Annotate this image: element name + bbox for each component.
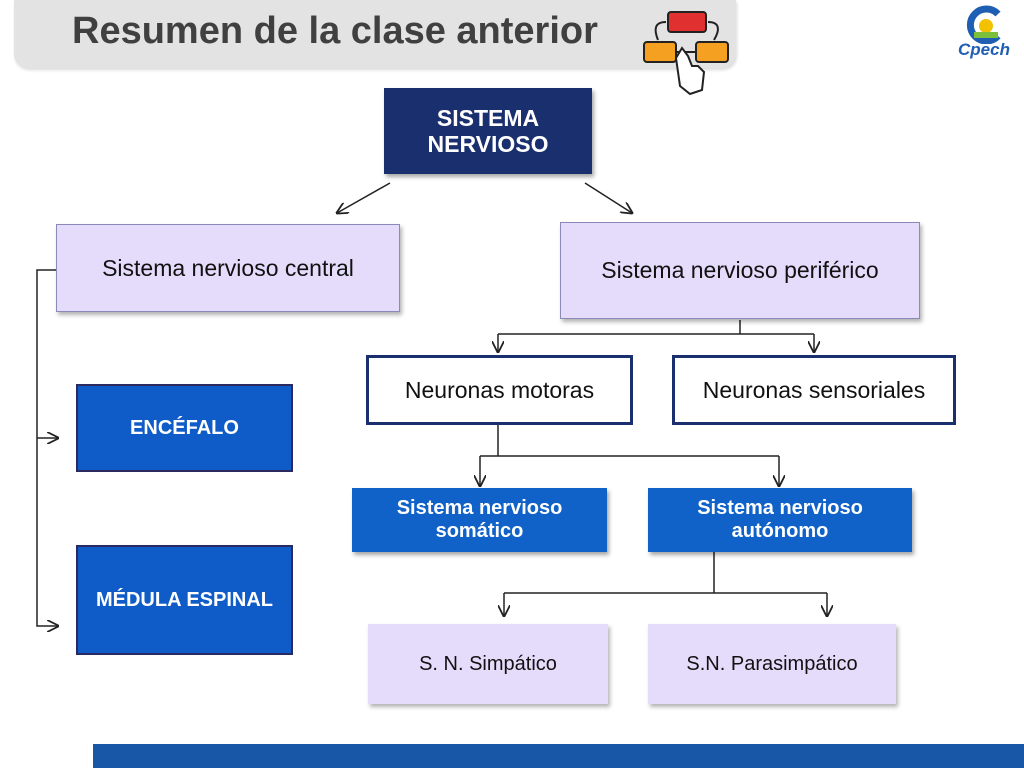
node-neuronas-motoras: Neuronas motoras — [366, 355, 633, 425]
node-label: Sistema nervioso autónomo — [697, 497, 863, 542]
node-sn-parasimpatico: S.N. Parasimpático — [648, 624, 896, 704]
logo-text: Cpech — [958, 40, 1010, 59]
cpech-logo-icon — [966, 5, 1001, 45]
page-title: Resumen de la clase anterior — [72, 10, 598, 52]
diagram-hand-icon — [643, 11, 729, 96]
node-label: S.N. Parasimpático — [686, 652, 858, 675]
node-label: Sistema nervioso somático — [396, 497, 563, 542]
node-label: SISTEMA NERVIOSO — [427, 104, 549, 157]
node-sistema-nervioso-central: Sistema nervioso central — [56, 224, 400, 312]
node-sistema-nervioso-autonomo: Sistema nervioso autónomo — [648, 488, 912, 552]
node-label: Sistema nervioso central — [102, 254, 354, 281]
node-sistema-nervioso-somatico: Sistema nervioso somático — [352, 488, 607, 552]
cpech-logo: Cpech — [952, 4, 1016, 62]
footer-bar — [93, 744, 1024, 768]
node-label: MÉDULA ESPINAL — [95, 588, 274, 611]
node-neuronas-sensoriales: Neuronas sensoriales — [672, 355, 956, 425]
node-medula-espinal: MÉDULA ESPINAL — [76, 545, 293, 655]
node-label: S. N. Simpático — [419, 652, 557, 675]
node-sistema-nervioso: SISTEMA NERVIOSO — [384, 88, 592, 174]
node-sn-simpatico: S. N. Simpático — [368, 624, 608, 704]
node-label: Sistema nervioso periférico — [601, 257, 879, 284]
node-sistema-nervioso-periferico: Sistema nervioso periférico — [560, 222, 920, 319]
node-encefalo: ENCÉFALO — [76, 384, 293, 472]
node-label: Neuronas sensoriales — [702, 376, 926, 403]
node-label: Neuronas motoras — [404, 376, 595, 403]
node-label: ENCÉFALO — [130, 416, 239, 439]
title-bar — [14, 0, 736, 68]
